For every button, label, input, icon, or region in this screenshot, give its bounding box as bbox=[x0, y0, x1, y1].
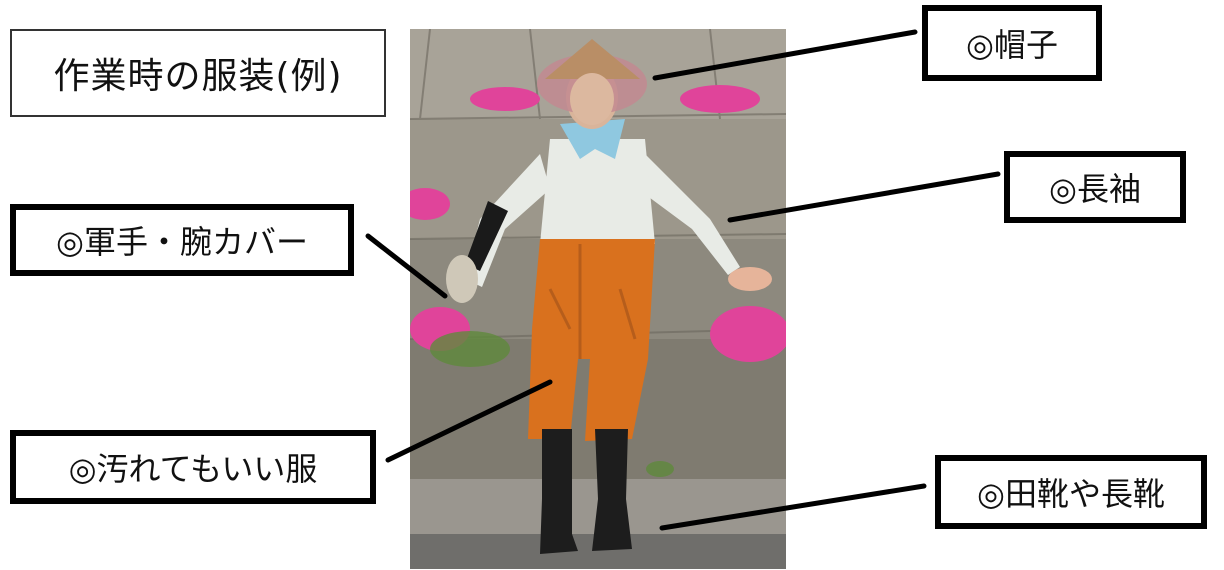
worker-illustration bbox=[410, 29, 786, 569]
clothes-label: ◎汚れてもいい服 bbox=[10, 430, 376, 504]
worker-photo bbox=[410, 29, 786, 569]
hat-label: ◎帽子 bbox=[922, 5, 1102, 81]
sleeves-label: ◎長袖 bbox=[1004, 151, 1186, 223]
boots-label: ◎田靴や長靴 bbox=[935, 455, 1207, 529]
page-title: 作業時の服装(例) bbox=[10, 29, 386, 117]
gloves-label: ◎軍手・腕カバー bbox=[10, 204, 354, 276]
